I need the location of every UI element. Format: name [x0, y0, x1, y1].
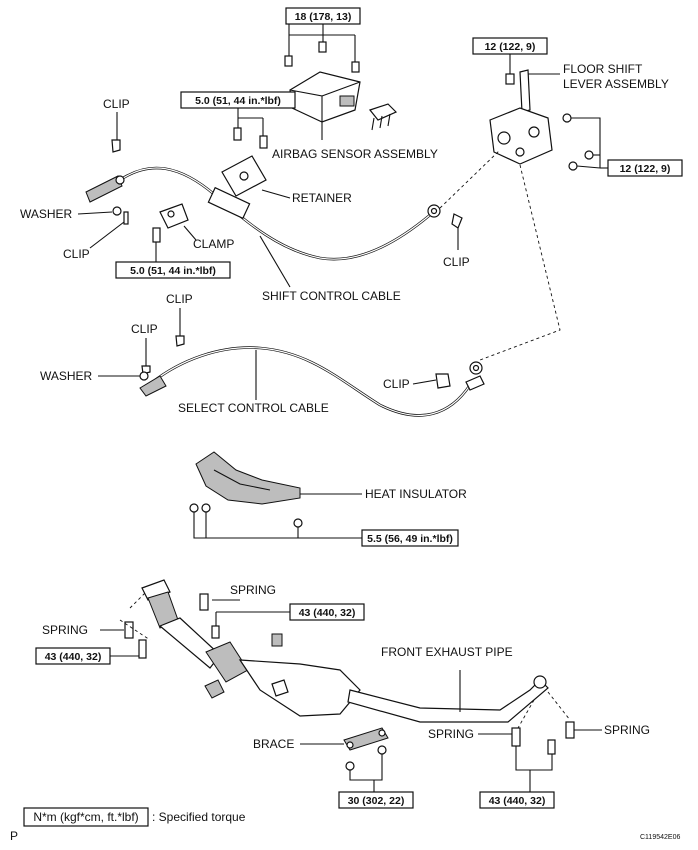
heat-insulator-icon	[195, 451, 301, 505]
label-spring-2: SPRING	[42, 623, 88, 637]
label-spring-4: SPRING	[604, 723, 650, 737]
insulator-bolts-icon	[189, 503, 303, 528]
exhaust-bolt-upper-icon	[211, 625, 220, 639]
svg-text:5.0 (51, 44 in.*lbf): 5.0 (51, 44 in.*lbf)	[195, 95, 281, 107]
label-brace: BRACE	[253, 737, 294, 751]
label-clip-4: CLIP	[166, 292, 193, 306]
label-clip-6: CLIP	[383, 377, 410, 391]
torque-box-18: 18 (178, 13)	[285, 7, 361, 25]
clamp-bolt-icon	[152, 227, 161, 243]
washer-select-icon	[139, 371, 149, 381]
label-shift-control-cable: SHIFT CONTROL CABLE	[262, 289, 401, 303]
washer-icon	[112, 206, 122, 216]
lever-bolt-icon	[505, 73, 515, 85]
torque-box-12-right: 12 (122, 9)	[607, 159, 683, 177]
rear-springs-icon	[511, 721, 575, 755]
svg-text:5.0 (51, 44 in.*lbf): 5.0 (51, 44 in.*lbf)	[130, 265, 216, 277]
torque-box-12-top: 12 (122, 9)	[472, 37, 548, 55]
clip-select-right-icon	[435, 373, 451, 389]
select-control-cable-icon	[139, 346, 485, 417]
label-clip-5: CLIP	[131, 322, 158, 336]
brace-icon	[343, 727, 389, 751]
label-floor-shift-1: FLOOR SHIFT	[563, 62, 643, 76]
svg-text:43 (440, 32): 43 (440, 32)	[45, 651, 102, 663]
clip-select-icon	[175, 335, 185, 347]
clamp-icon	[159, 203, 189, 229]
torque-box-43-right: 43 (440, 32)	[479, 791, 555, 809]
lever-nuts-icon	[562, 113, 594, 171]
spring-left-icon	[124, 621, 134, 639]
svg-text:12 (122, 9): 12 (122, 9)	[620, 163, 671, 175]
spring-upper-icon	[199, 593, 209, 611]
footer-p: P	[10, 829, 18, 843]
label-floor-shift-2: LEVER ASSEMBLY	[563, 77, 669, 91]
torque-box-30: 30 (302, 22)	[338, 791, 414, 809]
svg-text:5.5 (56, 49 in.*lbf): 5.5 (56, 49 in.*lbf)	[367, 533, 453, 545]
label-washer-2: WASHER	[40, 369, 93, 383]
label-spring-3: SPRING	[428, 727, 474, 741]
label-airbag-sensor: AIRBAG SENSOR ASSEMBLY	[272, 147, 438, 161]
label-clamp: CLAMP	[193, 237, 234, 251]
svg-text:: Specified torque: : Specified torque	[152, 810, 246, 824]
clip-icon	[111, 139, 121, 153]
torque-box-5-upper: 5.0 (51, 44 in.*lbf)	[180, 91, 296, 109]
shift-control-cable-icon	[85, 166, 441, 261]
label-select-control-cable: SELECT CONTROL CABLE	[178, 401, 329, 415]
label-clip-1: CLIP	[103, 97, 130, 111]
exhaust-bolt-left-icon	[138, 639, 147, 659]
label-washer-1: WASHER	[20, 207, 73, 221]
svg-text:N*m (kgf*cm, ft.*lbf): N*m (kgf*cm, ft.*lbf)	[33, 810, 138, 824]
svg-text:43 (440, 32): 43 (440, 32)	[489, 795, 546, 807]
svg-text:12 (122, 9): 12 (122, 9)	[485, 41, 536, 53]
brace-nuts-icon	[345, 745, 387, 771]
figure-code: C119542E06	[640, 834, 680, 841]
torque-box-43-left: 43 (440, 32)	[35, 647, 111, 665]
torque-legend: N*m (kgf*cm, ft.*lbf) : Specified torque	[23, 807, 246, 827]
torque-box-43-upper: 43 (440, 32)	[289, 603, 365, 621]
retainer-icon	[221, 155, 267, 197]
airbag-sensor-icon	[289, 71, 398, 131]
clip-right-icon	[451, 213, 463, 229]
retainer-bolts-icon	[233, 127, 268, 149]
floor-shift-lever-icon	[489, 69, 553, 165]
svg-text:18 (178, 13): 18 (178, 13)	[295, 11, 352, 23]
svg-text:30 (302, 22): 30 (302, 22)	[348, 795, 405, 807]
torque-box-5-5: 5.5 (56, 49 in.*lbf)	[361, 529, 459, 547]
label-clip-3: CLIP	[443, 255, 470, 269]
airbag-bolts-icon	[284, 41, 360, 73]
label-heat-insulator: HEAT INSULATOR	[365, 487, 467, 501]
label-front-exhaust-pipe: FRONT EXHAUST PIPE	[381, 645, 513, 659]
label-spring-1: SPRING	[230, 583, 276, 597]
label-clip-2: CLIP	[63, 247, 90, 261]
front-exhaust-pipe-icon	[119, 579, 549, 723]
label-retainer: RETAINER	[292, 191, 352, 205]
clip-small-icon	[123, 211, 129, 225]
torque-box-5-lower: 5.0 (51, 44 in.*lbf)	[115, 261, 231, 279]
svg-text:43 (440, 32): 43 (440, 32)	[299, 607, 356, 619]
